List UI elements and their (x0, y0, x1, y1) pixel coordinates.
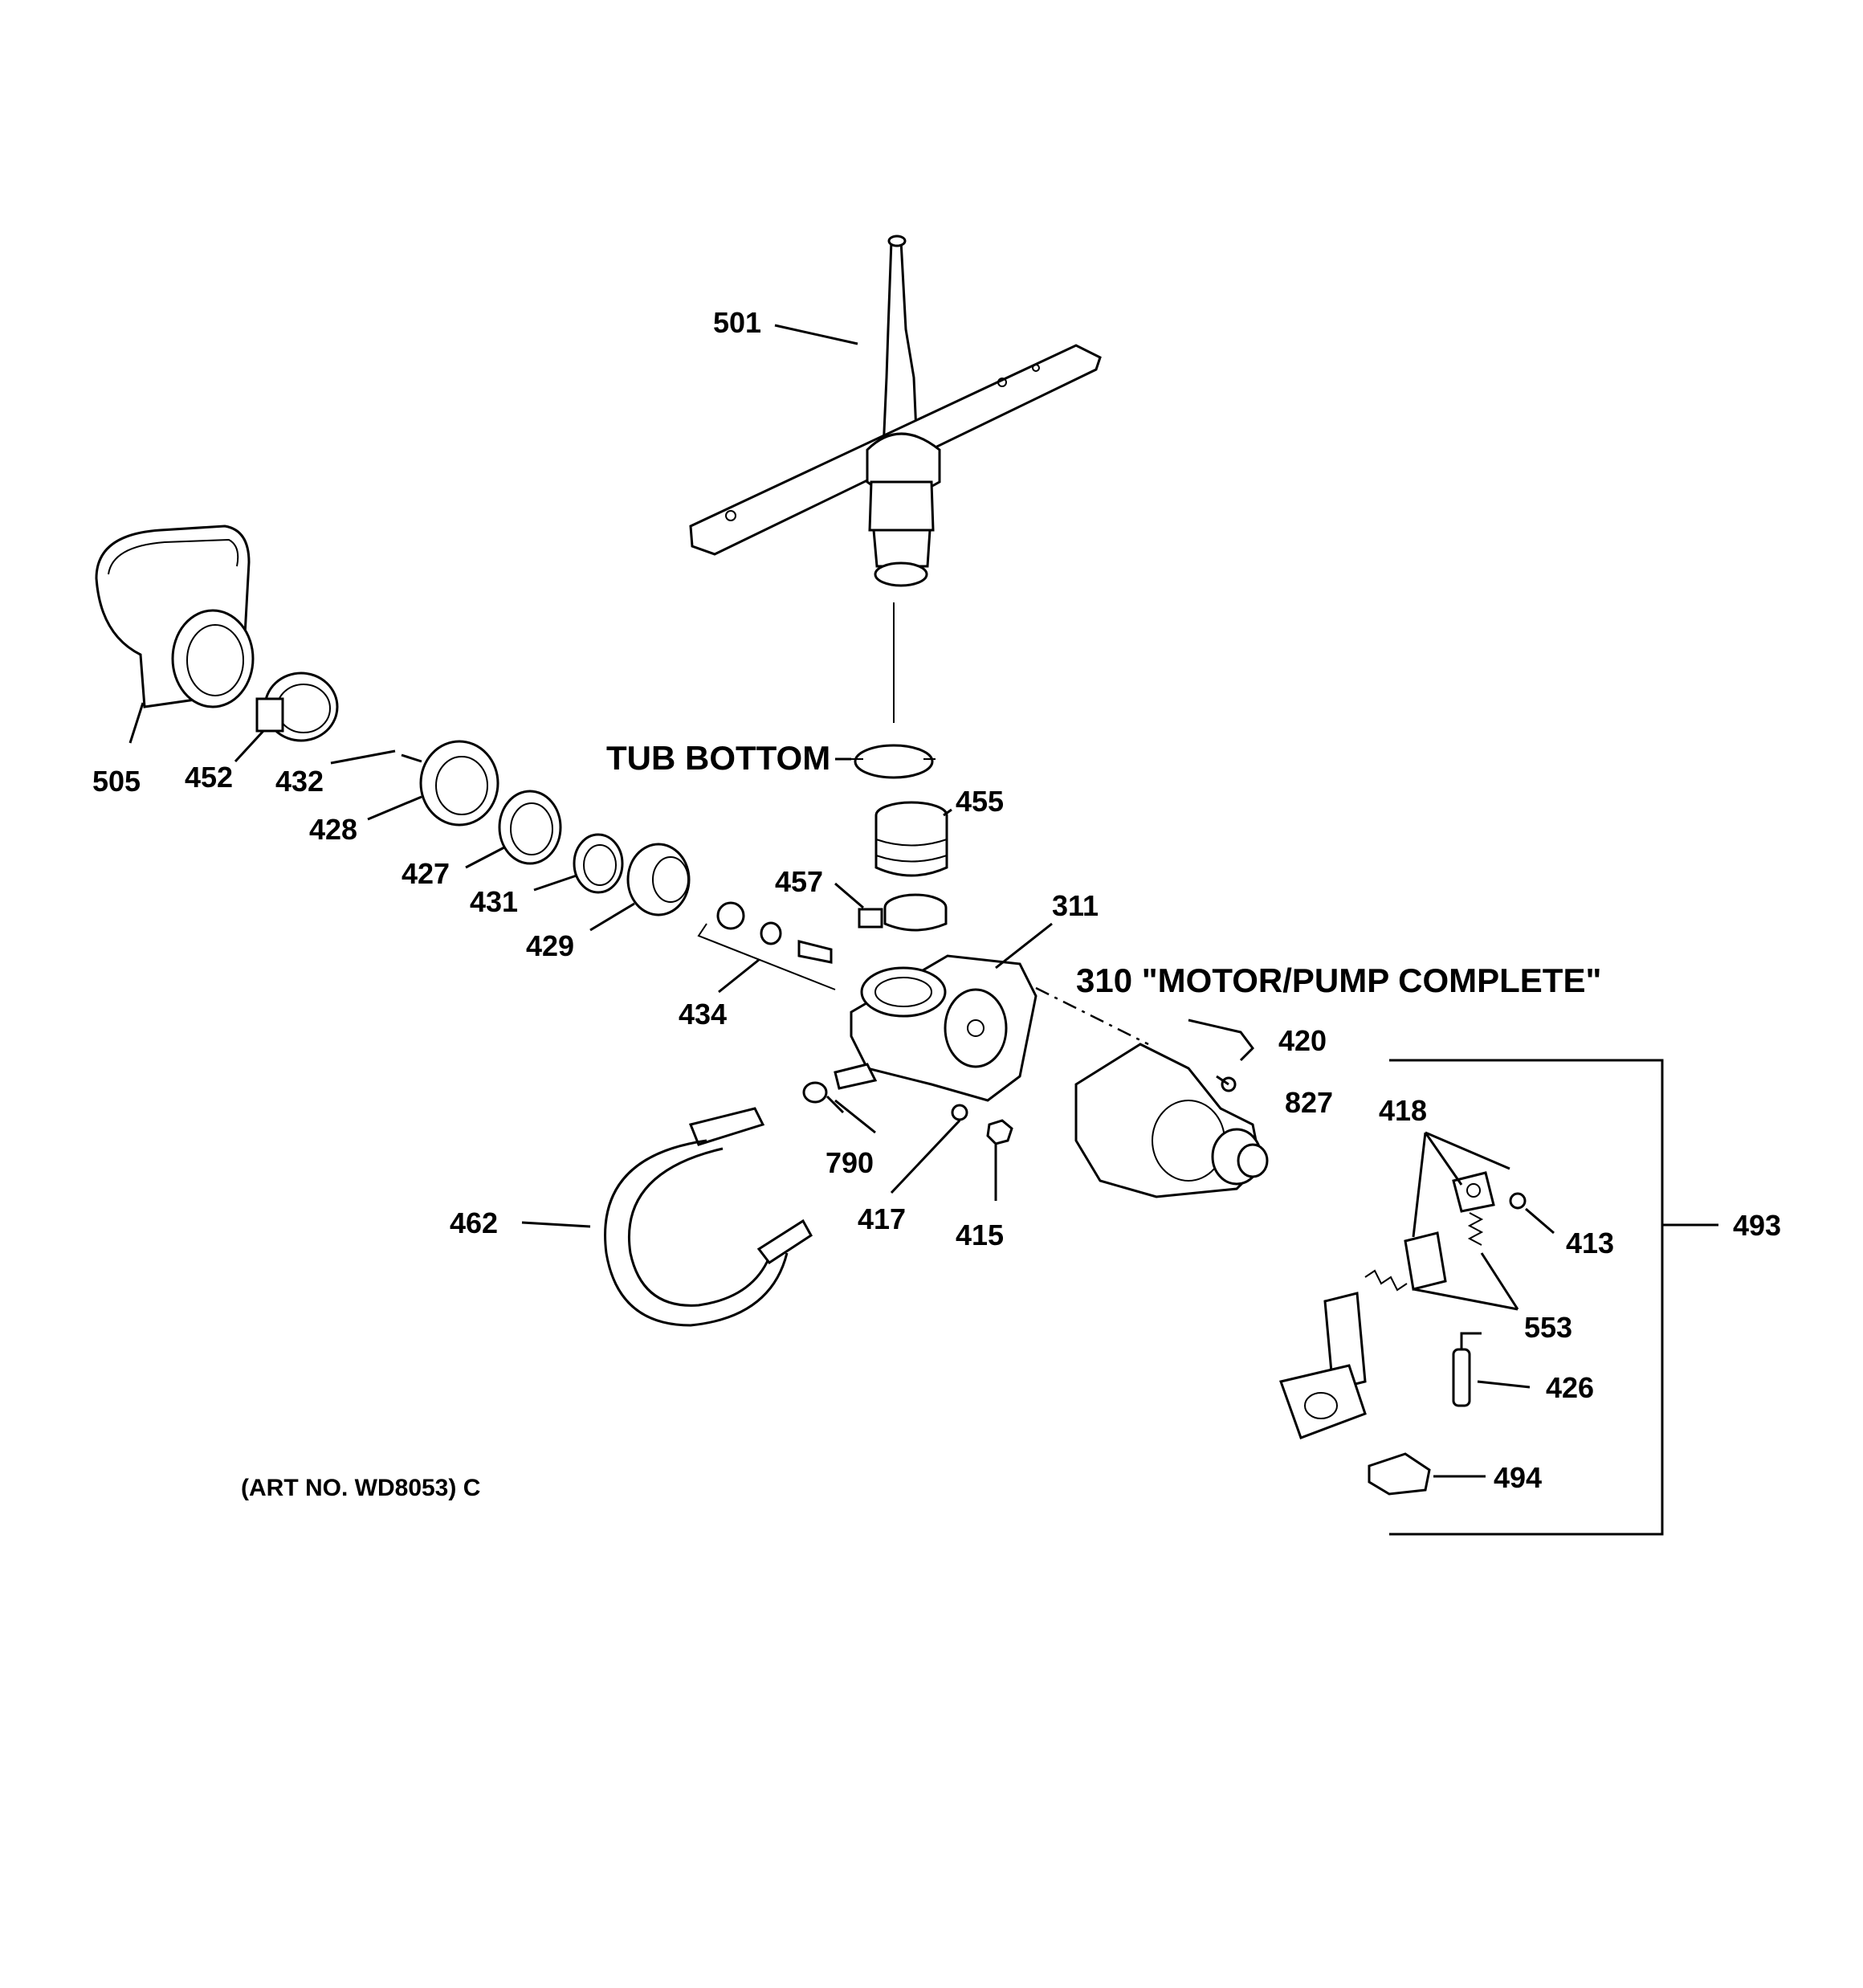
label-457: 457 (775, 865, 823, 898)
seal-kit-parts (697, 901, 836, 990)
seal-ring (498, 790, 562, 865)
e-clip (1509, 1192, 1555, 1235)
label-429: 429 (526, 929, 574, 962)
hose-clamp (858, 893, 948, 932)
label-493: 493 (1733, 1209, 1781, 1242)
label-827: 827 (1285, 1086, 1333, 1119)
label-790: 790 (826, 1146, 874, 1179)
label-415: 415 (956, 1219, 1004, 1251)
label-431: 431 (470, 885, 518, 918)
art-number: (ART NO. WD8053) C (241, 1475, 480, 1501)
pump-housing (834, 954, 1149, 1102)
label-426: 426 (1546, 1371, 1594, 1404)
label-432: 432 (275, 765, 324, 798)
washer (951, 1104, 968, 1121)
label-494: 494 (1494, 1461, 1542, 1494)
wire-harness (1188, 1018, 1254, 1062)
solenoid-bracket (1279, 1292, 1367, 1439)
retaining-ring (573, 833, 624, 894)
label-418: 418 (1379, 1094, 1427, 1127)
label-413: 413 (1566, 1227, 1614, 1259)
label-455: 455 (956, 785, 1004, 818)
label-427: 427 (402, 857, 450, 890)
label-501: 501 (713, 306, 761, 339)
label-428: 428 (309, 813, 357, 846)
label-505: 505 (92, 765, 141, 798)
label-tub-bottom: TUB BOTTOM (606, 739, 830, 777)
hose-clip (802, 1081, 845, 1114)
label-462: 462 (450, 1206, 498, 1239)
plunger-pin (1452, 1332, 1531, 1407)
springs (1364, 1212, 1519, 1311)
leader-lines (128, 324, 1053, 1228)
label-434: 434 (679, 998, 727, 1031)
nut (986, 1119, 1013, 1145)
bellows-seal (874, 801, 948, 877)
sump-housing (95, 525, 255, 708)
label-452: 452 (185, 761, 233, 794)
spray-arm-assembly (689, 235, 1102, 723)
lever-parts (1404, 1131, 1510, 1291)
part-labels: 501 505 452 432 428 427 431 429 434 TUB … (92, 306, 1781, 1501)
label-311: 311 (1052, 889, 1099, 922)
tub-bottom-ring (851, 744, 936, 779)
screw (1216, 1075, 1237, 1092)
group-bracket-493 (1389, 1059, 1718, 1536)
solenoid-block (1368, 1452, 1486, 1496)
label-417: 417 (858, 1202, 906, 1235)
clamp-assembly (255, 672, 339, 742)
motor (1074, 1043, 1269, 1198)
drain-hose (604, 1107, 813, 1327)
impeller (626, 843, 691, 916)
label-420: 420 (1278, 1024, 1327, 1057)
label-553: 553 (1524, 1311, 1572, 1344)
filter-disc (401, 740, 499, 827)
label-310-motor-pump-complete: 310 "MOTOR/PUMP COMPLETE" (1076, 961, 1601, 999)
